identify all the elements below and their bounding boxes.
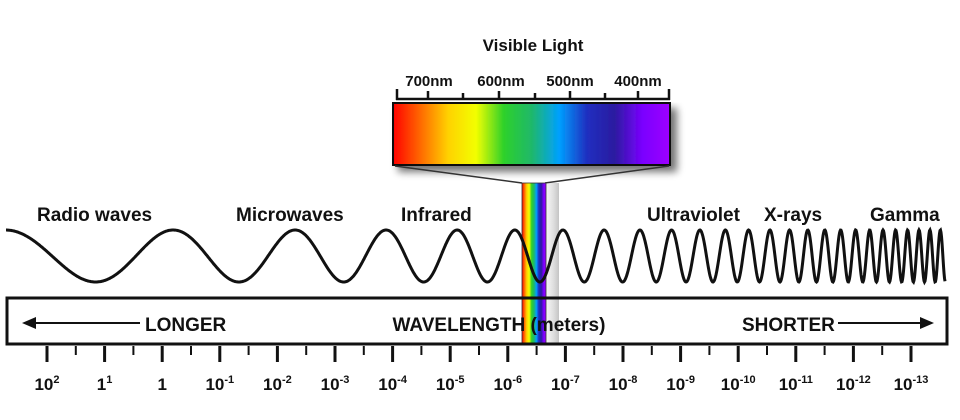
axis-tick-label: 10-8: [609, 374, 638, 394]
visible-tick-label: 500nm: [546, 73, 594, 90]
axis-tick-label: 1: [157, 375, 166, 394]
axis-tick-label: 102: [34, 374, 59, 394]
visible-tick-label: 400nm: [614, 73, 662, 90]
region-label-microwaves: Microwaves: [236, 205, 344, 226]
axis-tick-label: 10-7: [551, 374, 580, 394]
axis-tick-label: 11: [97, 374, 113, 394]
axis-tick-label: 10-5: [436, 374, 465, 394]
visible-light-title: Visible Light: [483, 36, 584, 55]
axis-tick-label: 10-11: [779, 374, 813, 394]
region-label-xrays: X-rays: [764, 205, 822, 226]
visible-tick-label: 600nm: [477, 73, 525, 90]
longer-label: LONGER: [145, 315, 227, 336]
visible-light-beam: [521, 182, 547, 344]
axis-tick-label: 10-6: [493, 374, 522, 394]
region-label-radio: Radio waves: [37, 205, 152, 226]
longer-arrow: [22, 317, 140, 329]
axis-tick-label: 10-4: [378, 374, 408, 394]
region-label-infrared: Infrared: [401, 205, 472, 226]
visible-spectrum-band: [392, 102, 671, 166]
shorter-label: SHORTER: [742, 315, 835, 336]
region-label-ultraviolet: Ultraviolet: [647, 205, 741, 226]
visible-tick-label: 700nm: [405, 73, 453, 90]
visible-light-ruler: [395, 89, 671, 101]
axis-tick-label: 10-3: [321, 374, 350, 394]
axis-tick-label: 10-10: [721, 374, 756, 394]
axis-tick-label: 10-13: [894, 374, 929, 394]
wave-curve: [6, 226, 947, 286]
wavelength-box: [5, 296, 949, 346]
wavelength-axis-title: WAVELENGTH (meters): [393, 315, 606, 336]
shorter-arrow: [838, 317, 934, 329]
spectrum-funnel: [394, 165, 670, 184]
axis-tick-label: 10-12: [836, 374, 871, 394]
axis-tick-label: 10-1: [205, 374, 234, 394]
axis-tick-label: 10-2: [263, 374, 292, 394]
region-label-gamma: Gamma: [870, 205, 940, 226]
axis-tick-label: 10-9: [666, 374, 695, 394]
